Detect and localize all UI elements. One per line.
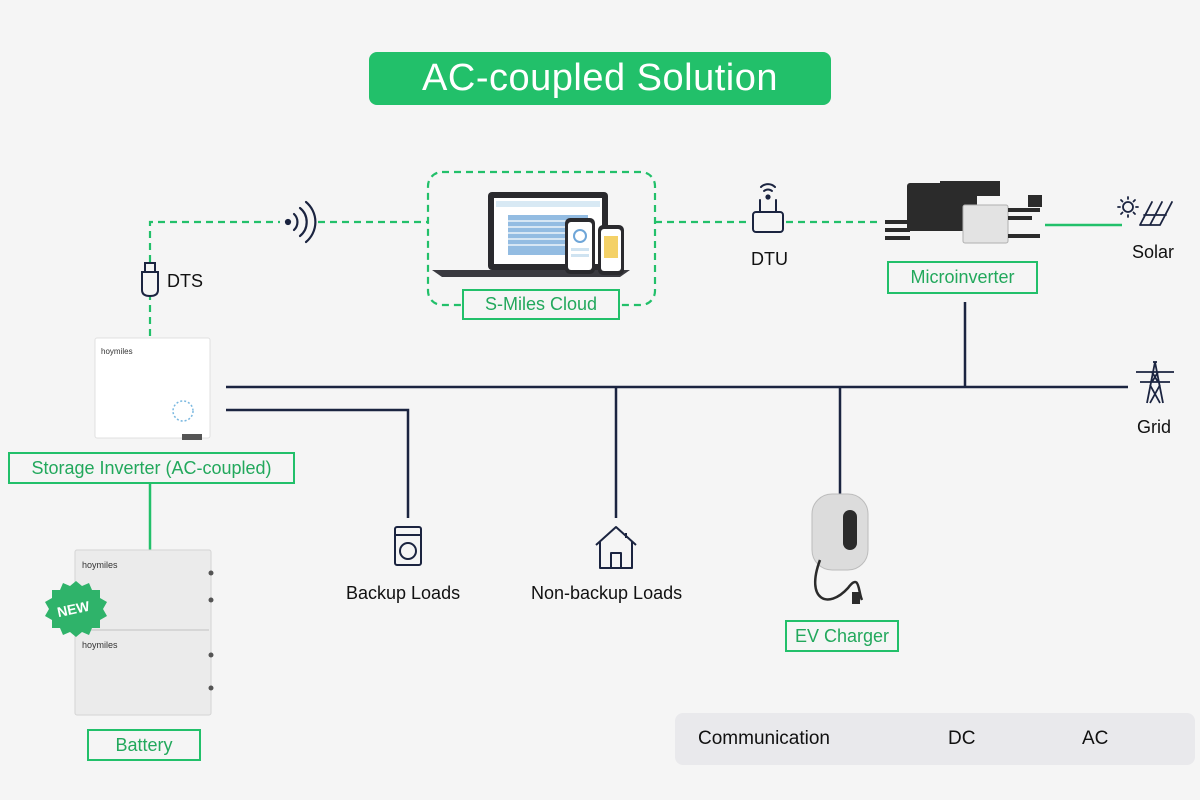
battery-brand-bottom: hoymiles bbox=[82, 640, 118, 650]
grid-tower-icon bbox=[1136, 361, 1174, 404]
dtu-router-icon bbox=[752, 183, 784, 233]
comm-line-dts bbox=[148, 220, 280, 336]
new-badge bbox=[45, 581, 107, 637]
ac-line-backup bbox=[226, 408, 410, 518]
storage-inverter-illustration bbox=[94, 337, 211, 440]
solar-label: Solar bbox=[1132, 242, 1175, 262]
ev-charger-illustration bbox=[811, 493, 869, 604]
battery-brand-top: hoymiles bbox=[82, 560, 118, 570]
storage-inverter-label: Storage Inverter (AC-coupled) bbox=[8, 452, 295, 484]
solar-icon bbox=[1117, 196, 1173, 226]
dts-usb-icon bbox=[141, 262, 159, 298]
dc-lines bbox=[148, 223, 1122, 552]
s-miles-cloud-label: S-Miles Cloud bbox=[462, 289, 620, 320]
wifi-icon bbox=[284, 200, 317, 244]
legend-communication-label: Communication bbox=[698, 728, 830, 749]
battery-label: Battery bbox=[87, 729, 201, 761]
battery-illustration bbox=[74, 549, 214, 716]
cloud-devices-illustration bbox=[432, 192, 630, 277]
legend-dc-label: DC bbox=[948, 728, 976, 749]
nonbackup-loads-label: Non-backup Loads bbox=[531, 583, 683, 603]
ev-charger-label: EV Charger bbox=[785, 620, 899, 652]
legend-ac-label: AC bbox=[1082, 728, 1109, 749]
legend: Communication DC AC bbox=[675, 713, 1195, 765]
washing-machine-icon bbox=[394, 526, 422, 566]
backup-loads-label: Backup Loads bbox=[346, 583, 461, 603]
storage-inverter-brand: hoymiles bbox=[101, 347, 133, 356]
microinverter-label: Microinverter bbox=[887, 261, 1038, 294]
house-icon bbox=[595, 526, 637, 569]
ac-lines bbox=[226, 302, 1128, 518]
grid-label: Grid bbox=[1137, 417, 1172, 437]
dtu-label: DTU bbox=[751, 249, 788, 269]
diagram-title: AC-coupled Solution bbox=[422, 57, 778, 99]
title-banner: AC-coupled Solution bbox=[369, 52, 831, 105]
dts-label: DTS bbox=[167, 271, 203, 291]
microinverter-illustration bbox=[885, 181, 1042, 244]
